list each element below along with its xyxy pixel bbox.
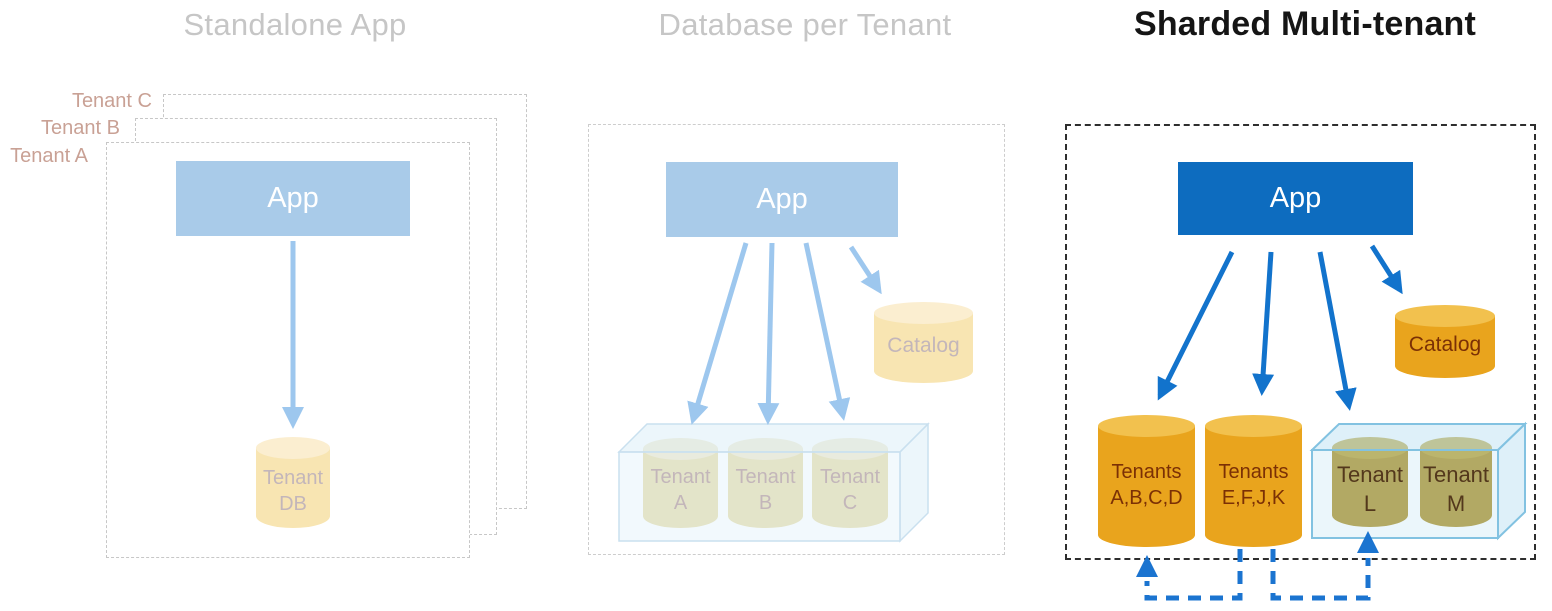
cylinder-top: [643, 438, 718, 460]
cylinder-top: [728, 438, 803, 460]
cylinder-top: [1420, 437, 1492, 459]
app-box-sharded: App: [1178, 162, 1413, 235]
cylinder-top: [256, 437, 330, 459]
cylinder-top: [1395, 305, 1495, 327]
cylinder-top: [874, 302, 973, 324]
database-label: Tenant B: [735, 466, 796, 515]
pool-database-tenant-b: Tenant B: [728, 438, 803, 528]
catalog-label: Catalog: [887, 334, 960, 357]
database-cylinder-tenant-db: Tenant DB: [256, 437, 330, 528]
shard-database-tenants-efjk: Tenants E,F,J,K: [1205, 415, 1302, 547]
cylinder-top: [1098, 415, 1195, 437]
tenant-layer-label-b: Tenant B: [41, 117, 120, 139]
app-label: App: [267, 182, 319, 214]
cylinder-body: [874, 313, 973, 383]
panel-title-standalone: Standalone App: [183, 7, 407, 42]
database-label: Tenants A,B,C,D: [1110, 461, 1183, 510]
pool-database-tenant-m: Tenant M: [1420, 437, 1492, 527]
app-label: App: [756, 183, 808, 215]
pool-database-tenant-l: Tenant L: [1332, 437, 1408, 527]
database-per-tenant-boundary: [588, 124, 1005, 555]
database-label: Tenant C: [819, 466, 881, 515]
cylinder-body: [1098, 426, 1195, 547]
pool-database-tenant-c: Tenant C: [812, 438, 888, 528]
pool-database-tenant-a: Tenant A: [643, 438, 718, 528]
app-box-standalone: App: [176, 161, 410, 236]
cylinder-body: [256, 448, 330, 528]
database-label: Tenants E,F,J,K: [1218, 461, 1289, 510]
cylinder-body: [1205, 426, 1302, 547]
panel-title-database-per-tenant: Database per Tenant: [658, 7, 952, 42]
catalog-label: Catalog: [1408, 333, 1482, 356]
tenant-layer-label-c: Tenant C: [71, 90, 152, 112]
database-label: Tenant DB: [262, 467, 324, 516]
database-label: Tenant M: [1422, 462, 1490, 517]
database-label: Tenant A: [650, 466, 711, 515]
shard-database-tenants-abcd: Tenants A,B,C,D: [1098, 415, 1195, 547]
app-label: App: [1269, 182, 1322, 214]
panel-title-sharded-multi-tenant: Sharded Multi-tenant: [1133, 5, 1477, 43]
catalog-cylinder: Catalog: [1395, 305, 1495, 378]
cylinder-top: [812, 438, 888, 460]
catalog-cylinder-muted: Catalog: [874, 302, 973, 383]
app-box-database-per-tenant: App: [666, 162, 898, 237]
tenant-layer-label-a: Tenant A: [10, 145, 88, 167]
cylinder-top: [1332, 437, 1408, 459]
database-label: Tenant L: [1336, 462, 1404, 517]
cylinder-top: [1205, 415, 1302, 437]
